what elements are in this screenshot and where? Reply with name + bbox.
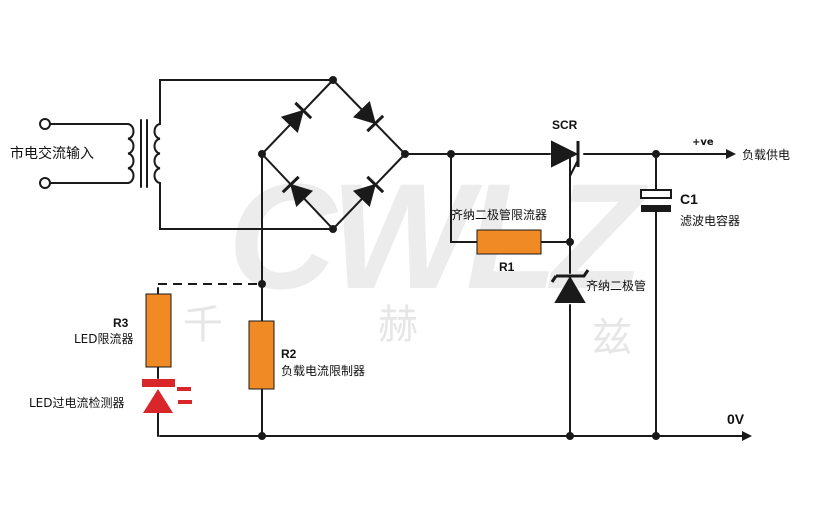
scr-thyristor	[551, 140, 580, 190]
zener-label: 齐纳二极管	[586, 279, 647, 293]
bridge-rectifier	[260, 78, 407, 231]
led-indicator	[142, 379, 192, 413]
watermark-char-2: 赫	[378, 302, 418, 348]
transformer-secondary-coil	[153, 123, 161, 184]
r1-label: R1	[499, 260, 515, 274]
resistor-r2	[248, 320, 275, 390]
plus-ve-label: +ve	[692, 137, 714, 148]
resistor-r1	[476, 229, 542, 255]
ac-terminal-bottom	[39, 177, 51, 189]
junction-dots	[258, 76, 660, 440]
watermark-char-1: 千	[183, 302, 223, 348]
zener-limiter-label: 齐纳二极管限流器	[451, 208, 548, 222]
r3-desc-label: LED限流器	[74, 332, 134, 346]
r2-label: R2	[281, 347, 297, 361]
scr-label: SCR	[552, 118, 578, 132]
r3-label: R3	[113, 316, 129, 330]
ac-terminal-top	[39, 118, 51, 130]
transformer-primary-coil	[127, 123, 135, 184]
c1-desc-label: 滤波电容器	[680, 214, 741, 228]
bridge-diode-4	[352, 175, 385, 208]
ac-input-label: 市电交流输入	[10, 146, 94, 162]
c1-label: C1	[680, 191, 698, 207]
watermark-char-3: 兹	[592, 315, 632, 361]
zener-diode	[550, 269, 590, 303]
resistor-r3	[145, 293, 172, 368]
bridge-diode-2	[352, 100, 385, 133]
zero-volt-label: 0V	[727, 411, 745, 427]
r2-desc-label: 负载电流限制器	[281, 364, 366, 378]
led-detector-label: LED过电流检测器	[29, 396, 125, 410]
output-arrow-icon	[702, 149, 736, 159]
load-supply-label: 负载供电	[742, 148, 791, 162]
bridge-diode-3	[281, 175, 314, 208]
capacitor-c1	[640, 189, 672, 212]
bridge-diode-1	[280, 101, 313, 134]
ground-arrow-icon	[702, 431, 752, 441]
